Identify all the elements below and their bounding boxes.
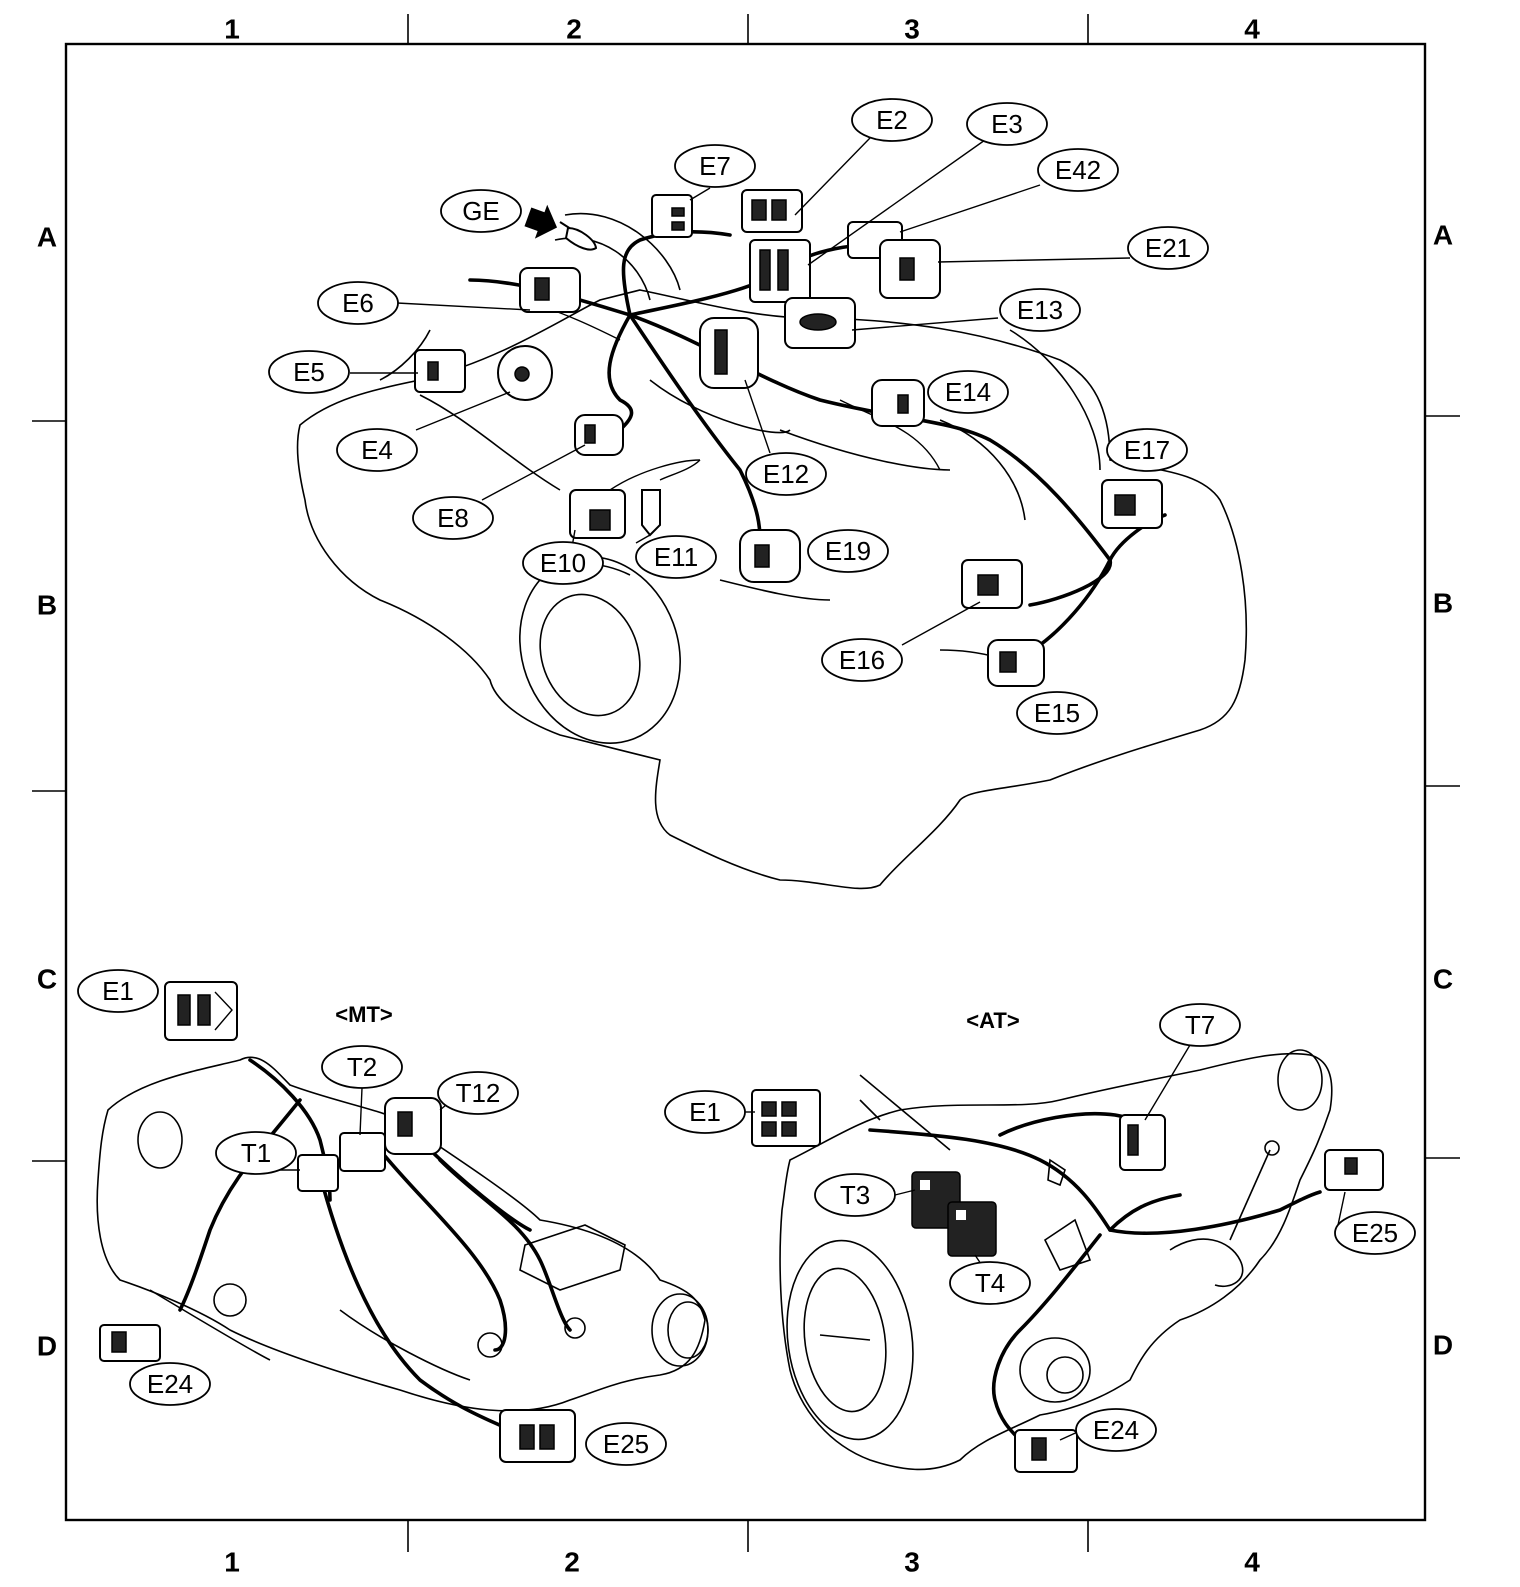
label-T7: T7	[1185, 1010, 1215, 1040]
grid-col-label: 3	[904, 1546, 920, 1577]
grid-row-label: D	[37, 1330, 57, 1361]
connector-E8-shape	[574, 414, 624, 456]
connector-E19-shape	[739, 529, 801, 583]
at-caption: <AT>	[966, 1008, 1019, 1033]
label-E10: E10	[540, 548, 586, 578]
label-E1-mt: E1	[102, 976, 134, 1006]
label-E25-mt: E25	[603, 1429, 649, 1459]
at-label-bubbles: T7 E1 T3 E25 T4 E24	[664, 1003, 1416, 1452]
label-E24-mt: E24	[147, 1369, 193, 1399]
label-E5: E5	[293, 357, 325, 387]
connector-E11-shape	[641, 489, 661, 537]
label-T3: T3	[840, 1180, 870, 1210]
label-E13: E13	[1017, 295, 1063, 325]
mt-connectors	[99, 981, 576, 1463]
at-leaders	[744, 1044, 1346, 1441]
at-illustration	[779, 1049, 1333, 1471]
label-T2: T2	[347, 1052, 377, 1082]
label-E8: E8	[437, 503, 469, 533]
grid-col-label: 4	[1244, 13, 1260, 44]
mt-caption: <MT>	[335, 1002, 392, 1027]
grid-col-label: 2	[564, 1546, 580, 1577]
grid-col-label: 1	[224, 1546, 240, 1577]
grid-column-labels-bottom: 1 2 3 4	[224, 1546, 1260, 1577]
connector-E6-shape	[519, 267, 581, 313]
label-E2: E2	[876, 105, 908, 135]
label-E4: E4	[361, 435, 393, 465]
grid-col-label: 1	[224, 13, 240, 44]
grid-row-labels-left: A B C D	[37, 221, 57, 1361]
grid-row-labels-right: A B C D	[1433, 219, 1453, 1360]
label-E7: E7	[699, 151, 731, 181]
diagram-frame	[64, 42, 1427, 1522]
grid-row-label: A	[37, 221, 57, 252]
grid-col-label: 2	[566, 13, 582, 44]
label-E14: E14	[945, 377, 991, 407]
label-E15: E15	[1034, 698, 1080, 728]
label-E12: E12	[763, 459, 809, 489]
at-connectors	[751, 1089, 1384, 1473]
engine-connectors	[414, 189, 1163, 687]
engine-label-bubbles: E2 E3 E42 E7 GE E21 E6 E13 E5 E14 E4 E17…	[268, 98, 1209, 735]
label-E6: E6	[342, 288, 374, 318]
grid-row-label: A	[1433, 219, 1453, 250]
label-E24-at: E24	[1093, 1415, 1139, 1445]
ground-arrow-icon	[524, 204, 558, 239]
grid-col-label: 3	[904, 13, 920, 44]
connector-E12-shape	[699, 317, 759, 389]
mt-label-bubbles: E1 T2 T12 T1 E24 E25	[77, 969, 667, 1466]
connector-E5-shape	[414, 349, 466, 393]
grid-ticks	[32, 14, 1460, 1552]
label-T4: T4	[975, 1268, 1005, 1298]
engine-leaders	[350, 137, 1131, 646]
mt-harness	[178, 1058, 572, 1432]
label-E21: E21	[1145, 233, 1191, 263]
grid-row-label: B	[37, 589, 57, 620]
label-T1: T1	[241, 1138, 271, 1168]
label-E11: E11	[654, 542, 698, 572]
grid-row-label: C	[37, 963, 57, 994]
label-E1-at: E1	[689, 1097, 721, 1127]
grid-col-label: 4	[1244, 1546, 1260, 1577]
label-E3: E3	[991, 109, 1023, 139]
grid-row-label: C	[1433, 963, 1453, 994]
label-GE: GE	[462, 196, 500, 226]
label-E42: E42	[1055, 155, 1101, 185]
label-E17: E17	[1124, 435, 1170, 465]
label-E19: E19	[825, 536, 871, 566]
grid-column-labels-top: 1 2 3 4	[224, 13, 1260, 44]
at-harness	[868, 1111, 1322, 1442]
label-E25-at: E25	[1352, 1218, 1398, 1248]
grid-row-label: B	[1433, 587, 1453, 618]
label-T12: T12	[456, 1078, 501, 1108]
label-E16: E16	[839, 645, 885, 675]
grid-row-label: D	[1433, 1329, 1453, 1360]
